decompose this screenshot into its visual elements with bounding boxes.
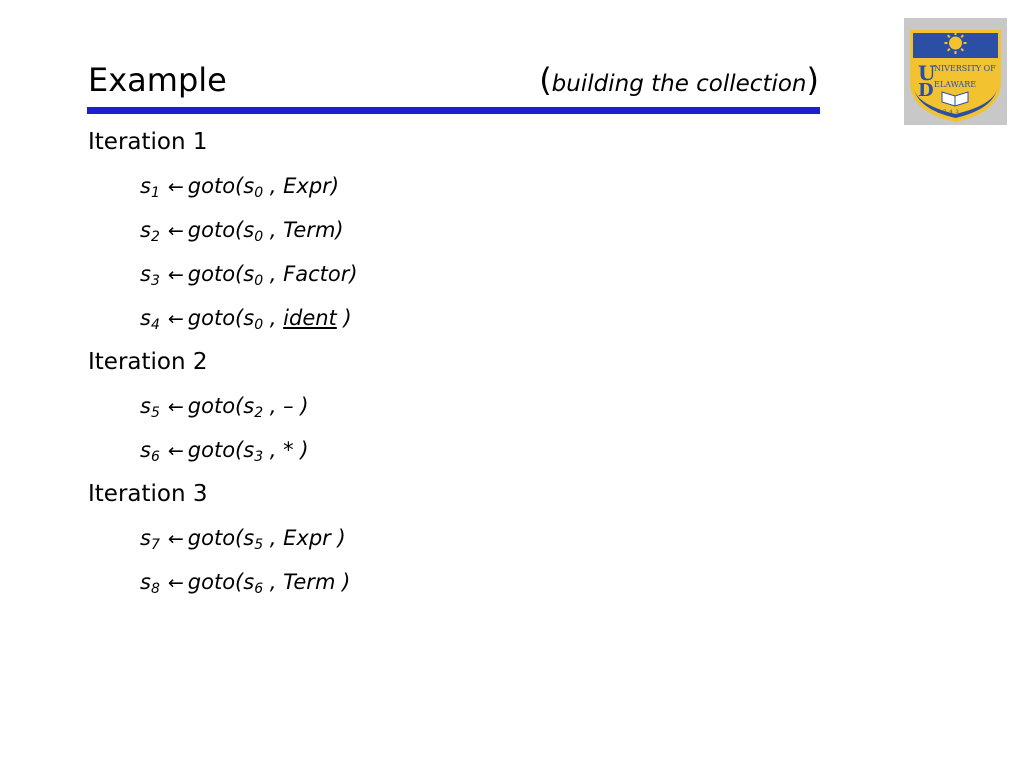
left-arrow-icon: ← (167, 264, 184, 286)
close-paren: ) (336, 306, 352, 330)
left-arrow-icon: ← (167, 220, 184, 242)
iteration-heading: Iteration 1 (88, 129, 208, 155)
goto-function: goto(s (187, 570, 255, 594)
goto-function: goto(s (187, 438, 255, 462)
iteration-heading: Iteration 2 (88, 349, 208, 375)
source-state-subscript: 0 (254, 273, 264, 289)
close-paren: ) (335, 570, 351, 594)
source-state-subscript: 6 (254, 581, 264, 597)
slide-subtitle: (building the collection) (539, 60, 819, 104)
target-state-subscript: 2 (150, 229, 160, 245)
goto-line: s2 ←goto(s0 , Term) (88, 210, 788, 254)
source-state-subscript: 5 (254, 537, 264, 553)
svg-text:NIVERSITY OF: NIVERSITY OF (934, 64, 996, 73)
goto-function: goto(s (187, 306, 255, 330)
target-state: s (140, 438, 151, 462)
left-arrow-icon: ← (167, 528, 184, 550)
target-state: s (140, 262, 151, 286)
grammar-symbol: * (283, 438, 294, 462)
goto-function: goto(s (187, 174, 255, 198)
goto-line: s1 ←goto(s0 , Expr) (88, 166, 788, 210)
subtitle-text: building the collection (551, 71, 807, 97)
grammar-symbol: Expr (283, 526, 331, 550)
target-state: s (140, 174, 151, 198)
close-paren: ) (330, 526, 346, 550)
target-state-subscript: 4 (150, 317, 160, 333)
target-state: s (140, 526, 151, 550)
goto-line: s8 ←goto(s6 , Term ) (88, 562, 788, 606)
goto-line: s3 ←goto(s0 , Factor) (88, 254, 788, 298)
goto-function: goto(s (187, 394, 255, 418)
target-state-subscript: 8 (150, 581, 160, 597)
svg-text:D: D (918, 80, 934, 101)
target-state-subscript: 7 (150, 537, 160, 553)
target-state: s (140, 570, 151, 594)
university-logo-icon: U D NIVERSITY OF ELAWARE 1743 (904, 18, 1007, 125)
separator: , (263, 218, 284, 242)
close-paren: ) (293, 394, 309, 418)
left-arrow-icon: ← (167, 440, 184, 462)
grammar-symbol: Factor (283, 262, 350, 286)
target-state: s (140, 306, 151, 330)
grammar-symbol: Term (283, 570, 336, 594)
separator: , (263, 394, 284, 418)
separator: , (263, 174, 284, 198)
goto-line: s4 ←goto(s0 , ident ) (88, 298, 788, 342)
close-paren: ) (349, 262, 358, 286)
subtitle-close-paren: ) (806, 61, 819, 99)
target-state-subscript: 5 (150, 405, 160, 421)
grammar-symbol: Expr (283, 174, 331, 198)
iteration-heading: Iteration 3 (88, 481, 208, 507)
target-state-subscript: 6 (150, 449, 160, 465)
target-state-subscript: 3 (150, 273, 160, 289)
target-state-subscript: 1 (150, 185, 160, 201)
source-state-subscript: 0 (254, 317, 264, 333)
source-state-subscript: 3 (254, 449, 264, 465)
source-state-subscript: 0 (254, 185, 264, 201)
subtitle-open-paren: ( (539, 61, 552, 99)
close-paren: ) (293, 438, 309, 462)
goto-function: goto(s (187, 262, 255, 286)
separator: , (263, 570, 284, 594)
goto-line: s7 ←goto(s5 , Expr ) (88, 518, 788, 562)
svg-text:ELAWARE: ELAWARE (934, 80, 976, 89)
grammar-symbol: Term (283, 218, 336, 242)
close-paren: ) (335, 218, 344, 242)
separator: , (263, 262, 284, 286)
goto-line: s5 ←goto(s2 , – ) (88, 386, 788, 430)
goto-function: goto(s (187, 218, 255, 242)
left-arrow-icon: ← (167, 572, 184, 594)
source-state-subscript: 0 (254, 229, 264, 245)
goto-function: goto(s (187, 526, 255, 550)
separator: , (263, 306, 284, 330)
title-underline-rule (87, 107, 820, 114)
slide-title: Example (88, 61, 227, 99)
source-state-subscript: 2 (254, 405, 264, 421)
left-arrow-icon: ← (167, 176, 184, 198)
target-state: s (140, 218, 151, 242)
goto-line: s6 ←goto(s3 , * ) (88, 430, 788, 474)
separator: , (263, 526, 284, 550)
separator: , (263, 438, 284, 462)
target-state: s (140, 394, 151, 418)
svg-text:1743: 1743 (937, 109, 962, 115)
grammar-symbol: ident (283, 306, 337, 330)
svg-text:U: U (918, 61, 935, 85)
left-arrow-icon: ← (167, 308, 184, 330)
grammar-symbol: – (283, 394, 294, 418)
left-arrow-icon: ← (167, 396, 184, 418)
close-paren: ) (330, 174, 340, 198)
